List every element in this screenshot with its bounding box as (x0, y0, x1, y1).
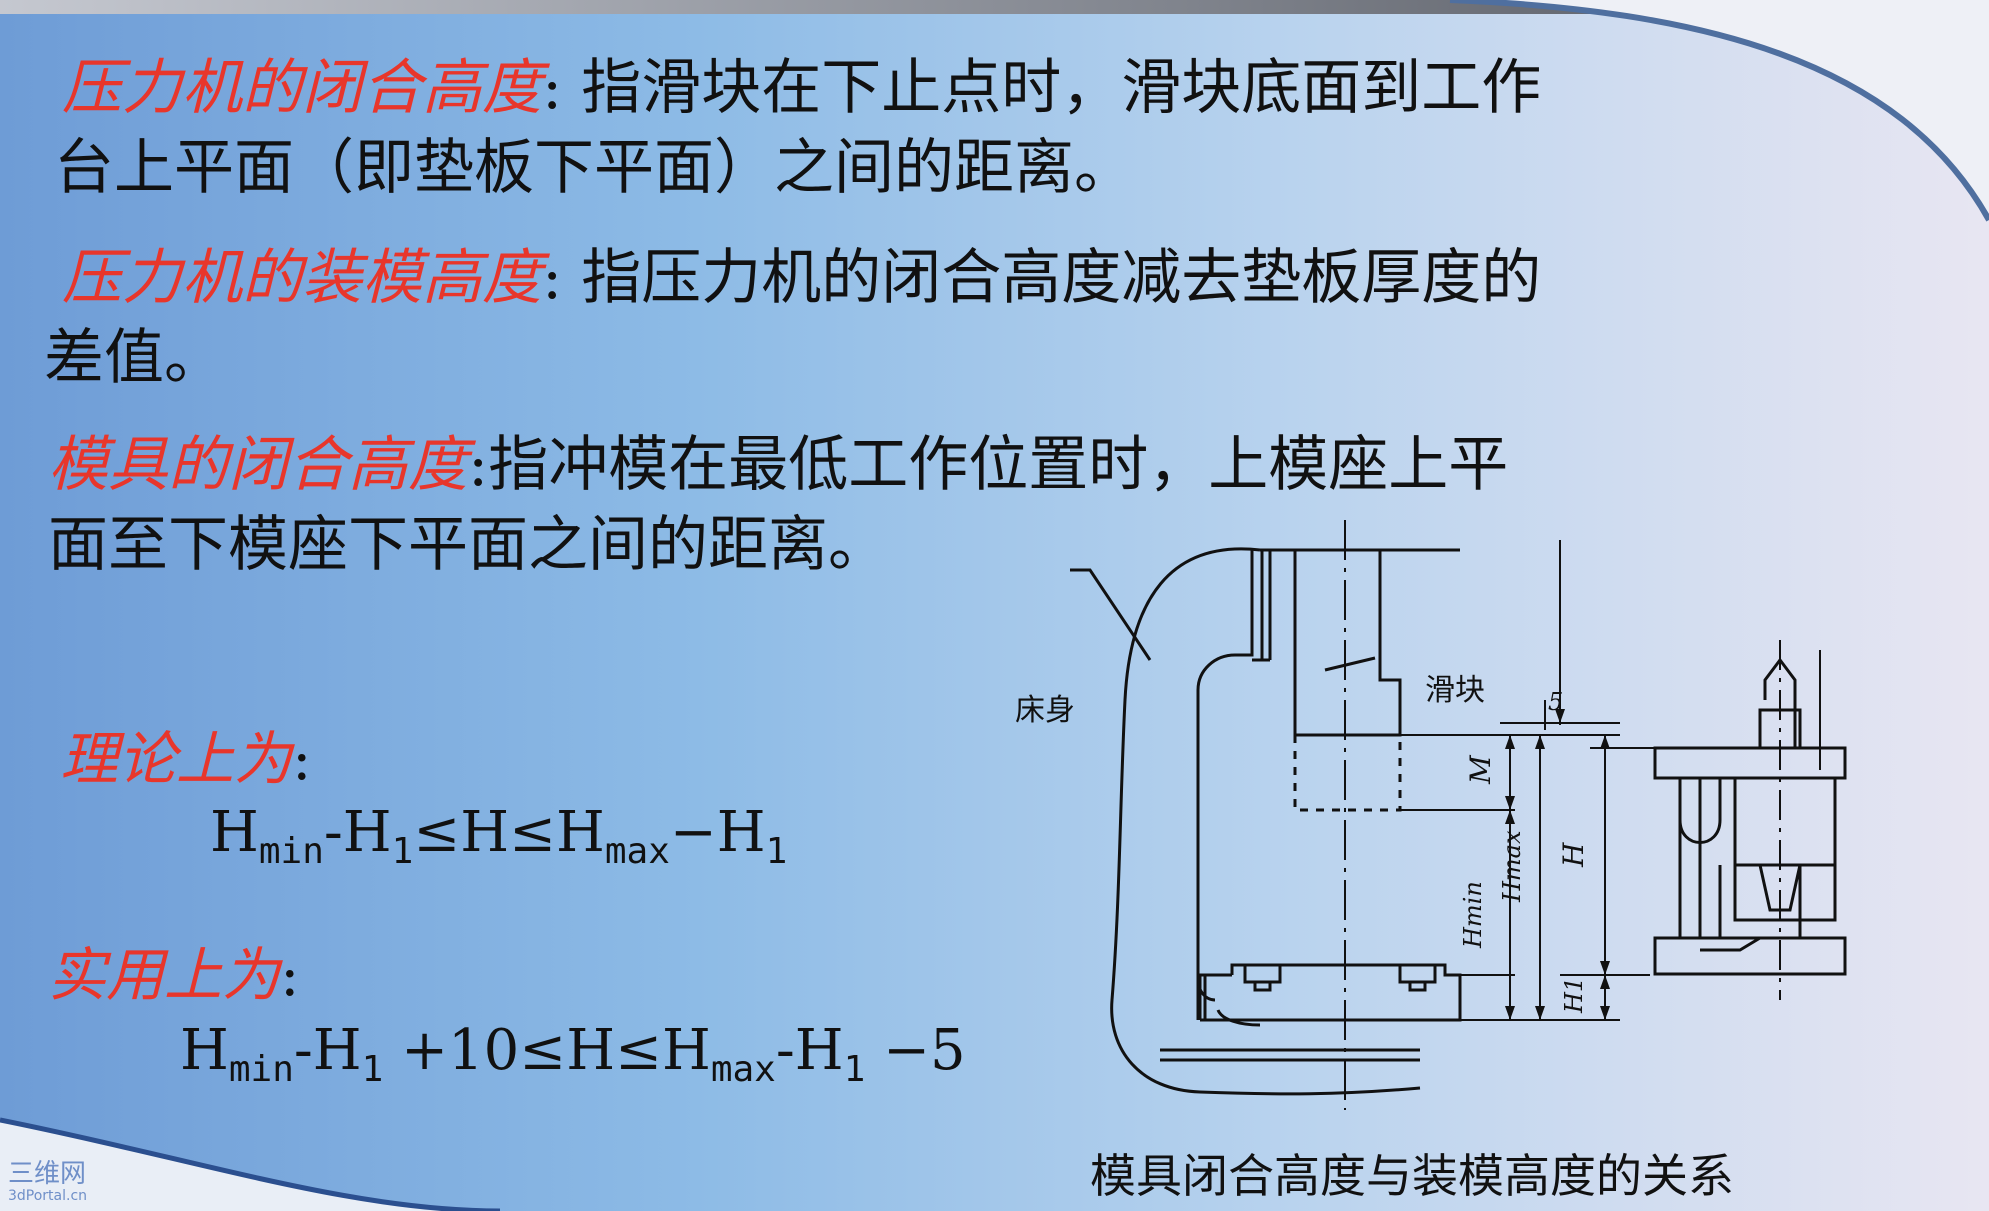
term-press-shut-height: 压力机的闭合高度 (62, 53, 542, 123)
definition-press-die-height: 压力机的装模高度: 指压力机的闭合高度减去垫板厚度的 差值。 (44, 243, 1542, 393)
bed-outline (1110, 547, 1421, 1096)
watermark: 三维网 3dPortal.cn (8, 1159, 88, 1204)
term-die-shut-height: 模具的闭合高度 (48, 430, 468, 500)
label-H1: H1 (1560, 977, 1588, 1014)
formula-practice: Hmin-H1 +10≤H≤Hmax-H1 −5 (180, 1018, 966, 1091)
label-H: H (1557, 842, 1590, 868)
label-practice: 实用上为: (48, 941, 300, 1009)
slider-block (1293, 550, 1402, 737)
label-M: M (1464, 754, 1497, 785)
diagram-caption: 模具闭合高度与装模高度的关系 (1090, 1149, 1734, 1203)
term-press-die-height: 压力机的装模高度 (62, 243, 542, 313)
bolster-plate (1198, 963, 1462, 1022)
definition-press-shut-height: 压力机的闭合高度: 指滑块在下止点时，滑块底面到工作 台上平面（即垫板下平面）之… (54, 53, 1542, 203)
die-set (1653, 657, 1847, 976)
label-bed: 床身 (1015, 693, 1075, 728)
press-diagram: 床身 滑块 5 M Hmin Hmax H H1 (1015, 520, 1847, 1110)
label-Hmin: Hmin (1459, 881, 1487, 949)
label-Hmax: Hmax (1498, 830, 1526, 903)
label-five: 5 (1548, 688, 1563, 716)
formula-theory: Hmin-H1≤H≤Hmax−H1 (210, 800, 788, 873)
definition-die-shut-height: 模具的闭合高度:指冲模在最低工作位置时，上模座上平 面至下模座下平面之间的距离。 (48, 430, 1509, 580)
label-slider: 滑块 (1425, 673, 1485, 708)
label-theory: 理论上为: (60, 725, 312, 793)
